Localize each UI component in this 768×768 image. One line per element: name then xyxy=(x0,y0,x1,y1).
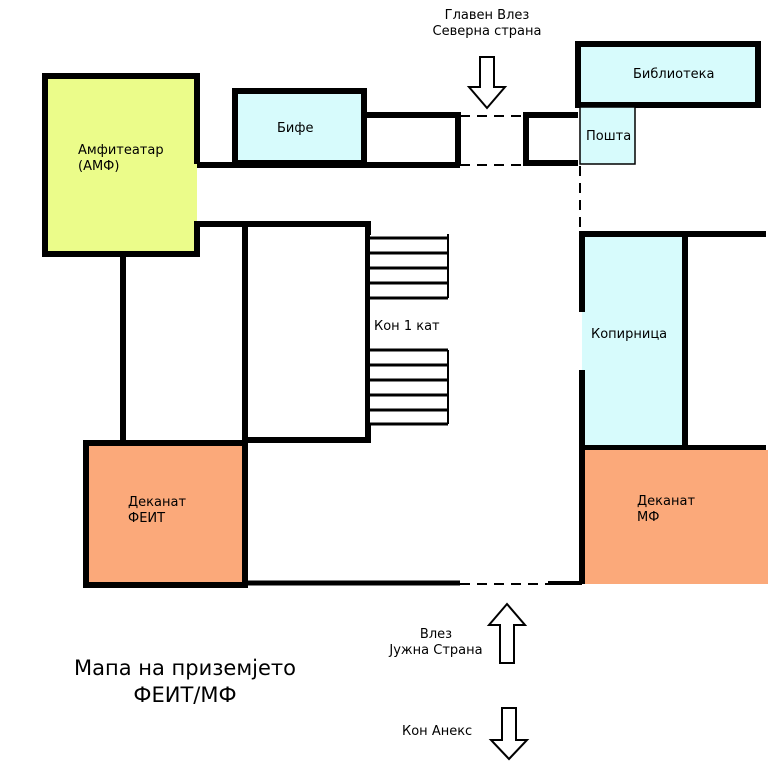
dean-feit-label: Деканат ФЕИТ xyxy=(128,495,186,527)
map-title: Мапа на приземјето ФЕИТ/МФ xyxy=(40,655,330,709)
stairs[interactable] xyxy=(368,234,449,426)
dean-feit-line2: ФЕИТ xyxy=(128,511,166,526)
amphitheater-abbr: (АМФ) xyxy=(78,159,120,174)
south-wall xyxy=(245,580,582,586)
map-title-line1: Мапа на приземјето xyxy=(73,656,296,680)
dean-mf-line1: Деканат xyxy=(637,494,696,509)
arrow-down-icon xyxy=(488,707,530,761)
library-label: Библиотека xyxy=(633,67,715,82)
south-entrance-label: Влез Јужна Страна xyxy=(376,627,496,659)
stairs-label: Кон 1 кат xyxy=(374,319,440,334)
room-dean-mf[interactable] xyxy=(579,448,768,584)
buffet-label: Бифе xyxy=(277,121,314,136)
annex-label: Кон Анекс xyxy=(402,724,473,739)
room-copy-shop[interactable] xyxy=(579,231,766,451)
copy-shop-label: Копирница xyxy=(591,327,668,342)
room-post[interactable] xyxy=(579,106,636,165)
amphitheater-label: Амфитеатар (АМФ) xyxy=(78,143,164,175)
arrow-up-icon xyxy=(486,602,528,664)
dean-mf-line2: МФ xyxy=(637,510,660,525)
south-entrance-line2: Јужна Страна xyxy=(389,643,483,658)
room-library[interactable] xyxy=(575,41,761,108)
post-label: Пошта xyxy=(586,129,632,144)
south-entrance-line1: Влез xyxy=(419,627,453,642)
dean-mf-label: Деканат МФ xyxy=(637,494,695,526)
arrow-down-icon xyxy=(466,56,508,110)
dean-feit-line1: Деканат xyxy=(128,495,187,510)
amphitheater-name: Амфитеатар xyxy=(78,143,164,158)
main-entrance-line1: Главен Влез xyxy=(444,8,530,23)
room-dean-feit[interactable] xyxy=(83,440,248,588)
main-entrance-line2: Северна страна xyxy=(432,24,542,39)
north-corridor-walls xyxy=(197,112,578,168)
room-buffet[interactable] xyxy=(232,88,367,166)
room-amphitheater[interactable] xyxy=(42,73,200,257)
main-entrance-label: Главен Влез Северна страна xyxy=(417,8,557,40)
map-title-line2: ФЕИТ/МФ xyxy=(133,683,237,707)
